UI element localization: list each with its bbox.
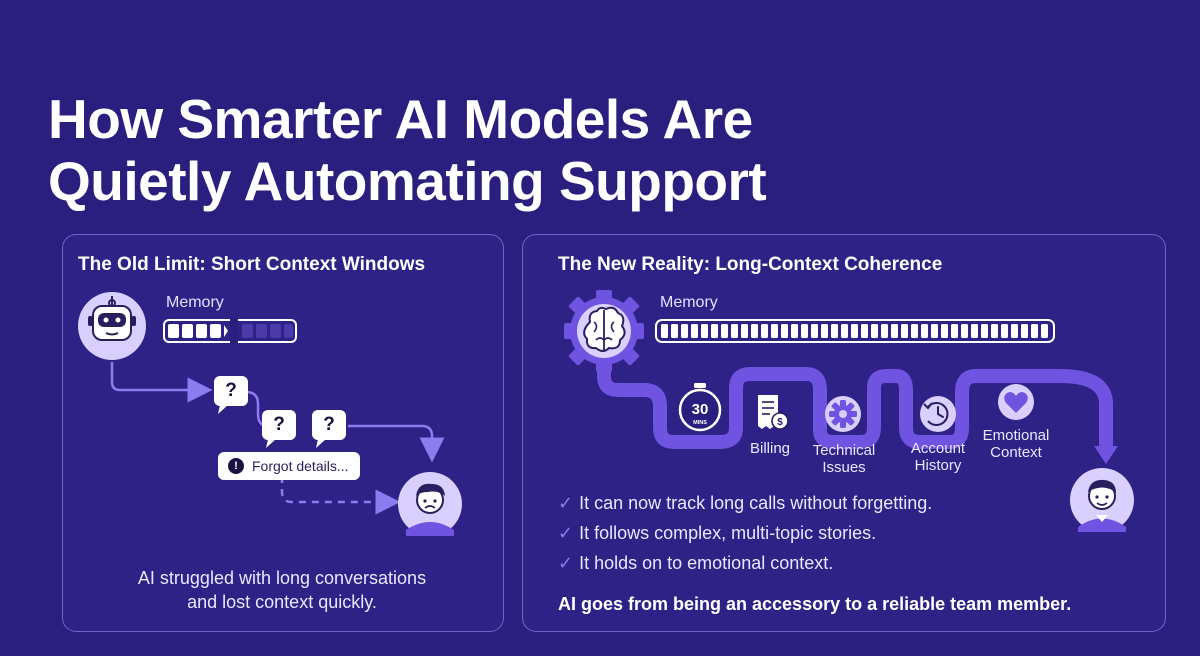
heart-icon	[998, 384, 1034, 420]
robot-icon	[78, 292, 146, 360]
memory-cell	[741, 324, 748, 338]
long-memory-bar	[655, 319, 1055, 343]
question-bubble-3	[312, 410, 346, 448]
svg-text:$: $	[777, 417, 783, 428]
forgot-details-text: Forgot details...	[252, 458, 349, 474]
page-title: How Smarter AI Models Are Quietly Automa…	[48, 88, 1148, 212]
memory-cell	[881, 324, 888, 338]
new-panel-footer: AI goes from being an accessory to a rel…	[558, 594, 1072, 614]
memory-cell	[691, 324, 698, 338]
sad-user-icon	[398, 472, 462, 536]
warning-icon: !	[228, 458, 244, 474]
memory-cell	[1031, 324, 1038, 338]
timer-unit: MINS	[693, 420, 707, 426]
memory-cell	[731, 324, 738, 338]
question-mark-2: ?	[273, 414, 285, 435]
memory-cell	[721, 324, 728, 338]
new-memory-label: Memory	[660, 294, 718, 311]
memory-cell	[841, 324, 848, 338]
check-icon: ✓	[558, 553, 574, 573]
memory-cell	[951, 324, 958, 338]
memory-cell	[821, 324, 828, 338]
memory-cell	[871, 324, 878, 338]
memory-cell	[1021, 324, 1028, 338]
old-path-arrow-1	[110, 362, 213, 403]
memory-cell	[861, 324, 868, 338]
short-memory-bar	[163, 318, 297, 344]
memory-cell	[781, 324, 788, 338]
check-icon: ✓	[558, 493, 574, 513]
memory-cell	[771, 324, 778, 338]
brain-gear-icon	[564, 290, 644, 372]
journey-path	[597, 353, 1113, 455]
old-panel-title: The Old Limit: Short Context Windows	[78, 254, 426, 275]
memory-cell	[681, 324, 688, 338]
memory-cell	[1041, 324, 1048, 338]
gear-icon	[825, 396, 861, 432]
memory-cell	[971, 324, 978, 338]
memory-cell	[811, 324, 818, 338]
question-mark-3: ?	[323, 414, 335, 435]
summary-line-1: AI struggled with long conversations	[137, 568, 427, 588]
memory-cell	[831, 324, 838, 338]
memory-cell	[1011, 324, 1018, 338]
old-memory-label: Memory	[166, 294, 224, 311]
memory-cell	[711, 324, 718, 338]
question-bubble-1	[214, 376, 248, 414]
billing-icon: $	[758, 395, 789, 430]
forgot-details-tag: ! Forgot details...	[218, 452, 360, 480]
checklist-item: ✓It can now track long calls without for…	[558, 493, 933, 513]
question-mark-1: ?	[225, 380, 237, 401]
memory-cell	[911, 324, 918, 338]
summary-line-2: and lost context quickly.	[187, 592, 377, 612]
benefits-checklist: ✓It can now track long calls without for…	[558, 488, 932, 578]
memory-cell	[991, 324, 998, 338]
title-line-2: Quietly Automating Support	[48, 150, 767, 212]
timer-value: 30	[692, 401, 709, 418]
happy-user-icon	[1070, 468, 1134, 532]
checklist-item: ✓It follows complex, multi-topic stories…	[558, 523, 877, 543]
checklist-item: ✓It holds on to emotional context.	[558, 553, 834, 573]
journey-arrowhead	[1094, 446, 1118, 464]
memory-cell	[981, 324, 988, 338]
memory-cell	[661, 324, 668, 338]
memory-cell	[941, 324, 948, 338]
old-path-arrow-2	[348, 424, 445, 463]
memory-cell	[891, 324, 898, 338]
old-panel-summary: AI struggled with long conversations and…	[84, 566, 480, 614]
memory-cell	[801, 324, 808, 338]
topic-label-billing: Billing	[749, 440, 791, 457]
memory-cell	[791, 324, 798, 338]
memory-cell	[671, 324, 678, 338]
memory-cell	[931, 324, 938, 338]
history-icon	[920, 396, 956, 432]
check-icon: ✓	[558, 523, 574, 543]
timer-icon: 30 MINS	[678, 383, 722, 432]
title-line-1: How Smarter AI Models Are	[48, 88, 753, 150]
old-path-dashed-arrow	[280, 476, 401, 515]
memory-cell	[851, 324, 858, 338]
memory-cell	[751, 324, 758, 338]
memory-cell	[961, 324, 968, 338]
memory-cell	[1001, 324, 1008, 338]
memory-cell	[901, 324, 908, 338]
memory-cell	[921, 324, 928, 338]
memory-cell	[761, 324, 768, 338]
new-panel-title: The New Reality: Long-Context Coherence	[558, 254, 943, 275]
question-bubble-2	[262, 410, 296, 448]
memory-cell	[701, 324, 708, 338]
